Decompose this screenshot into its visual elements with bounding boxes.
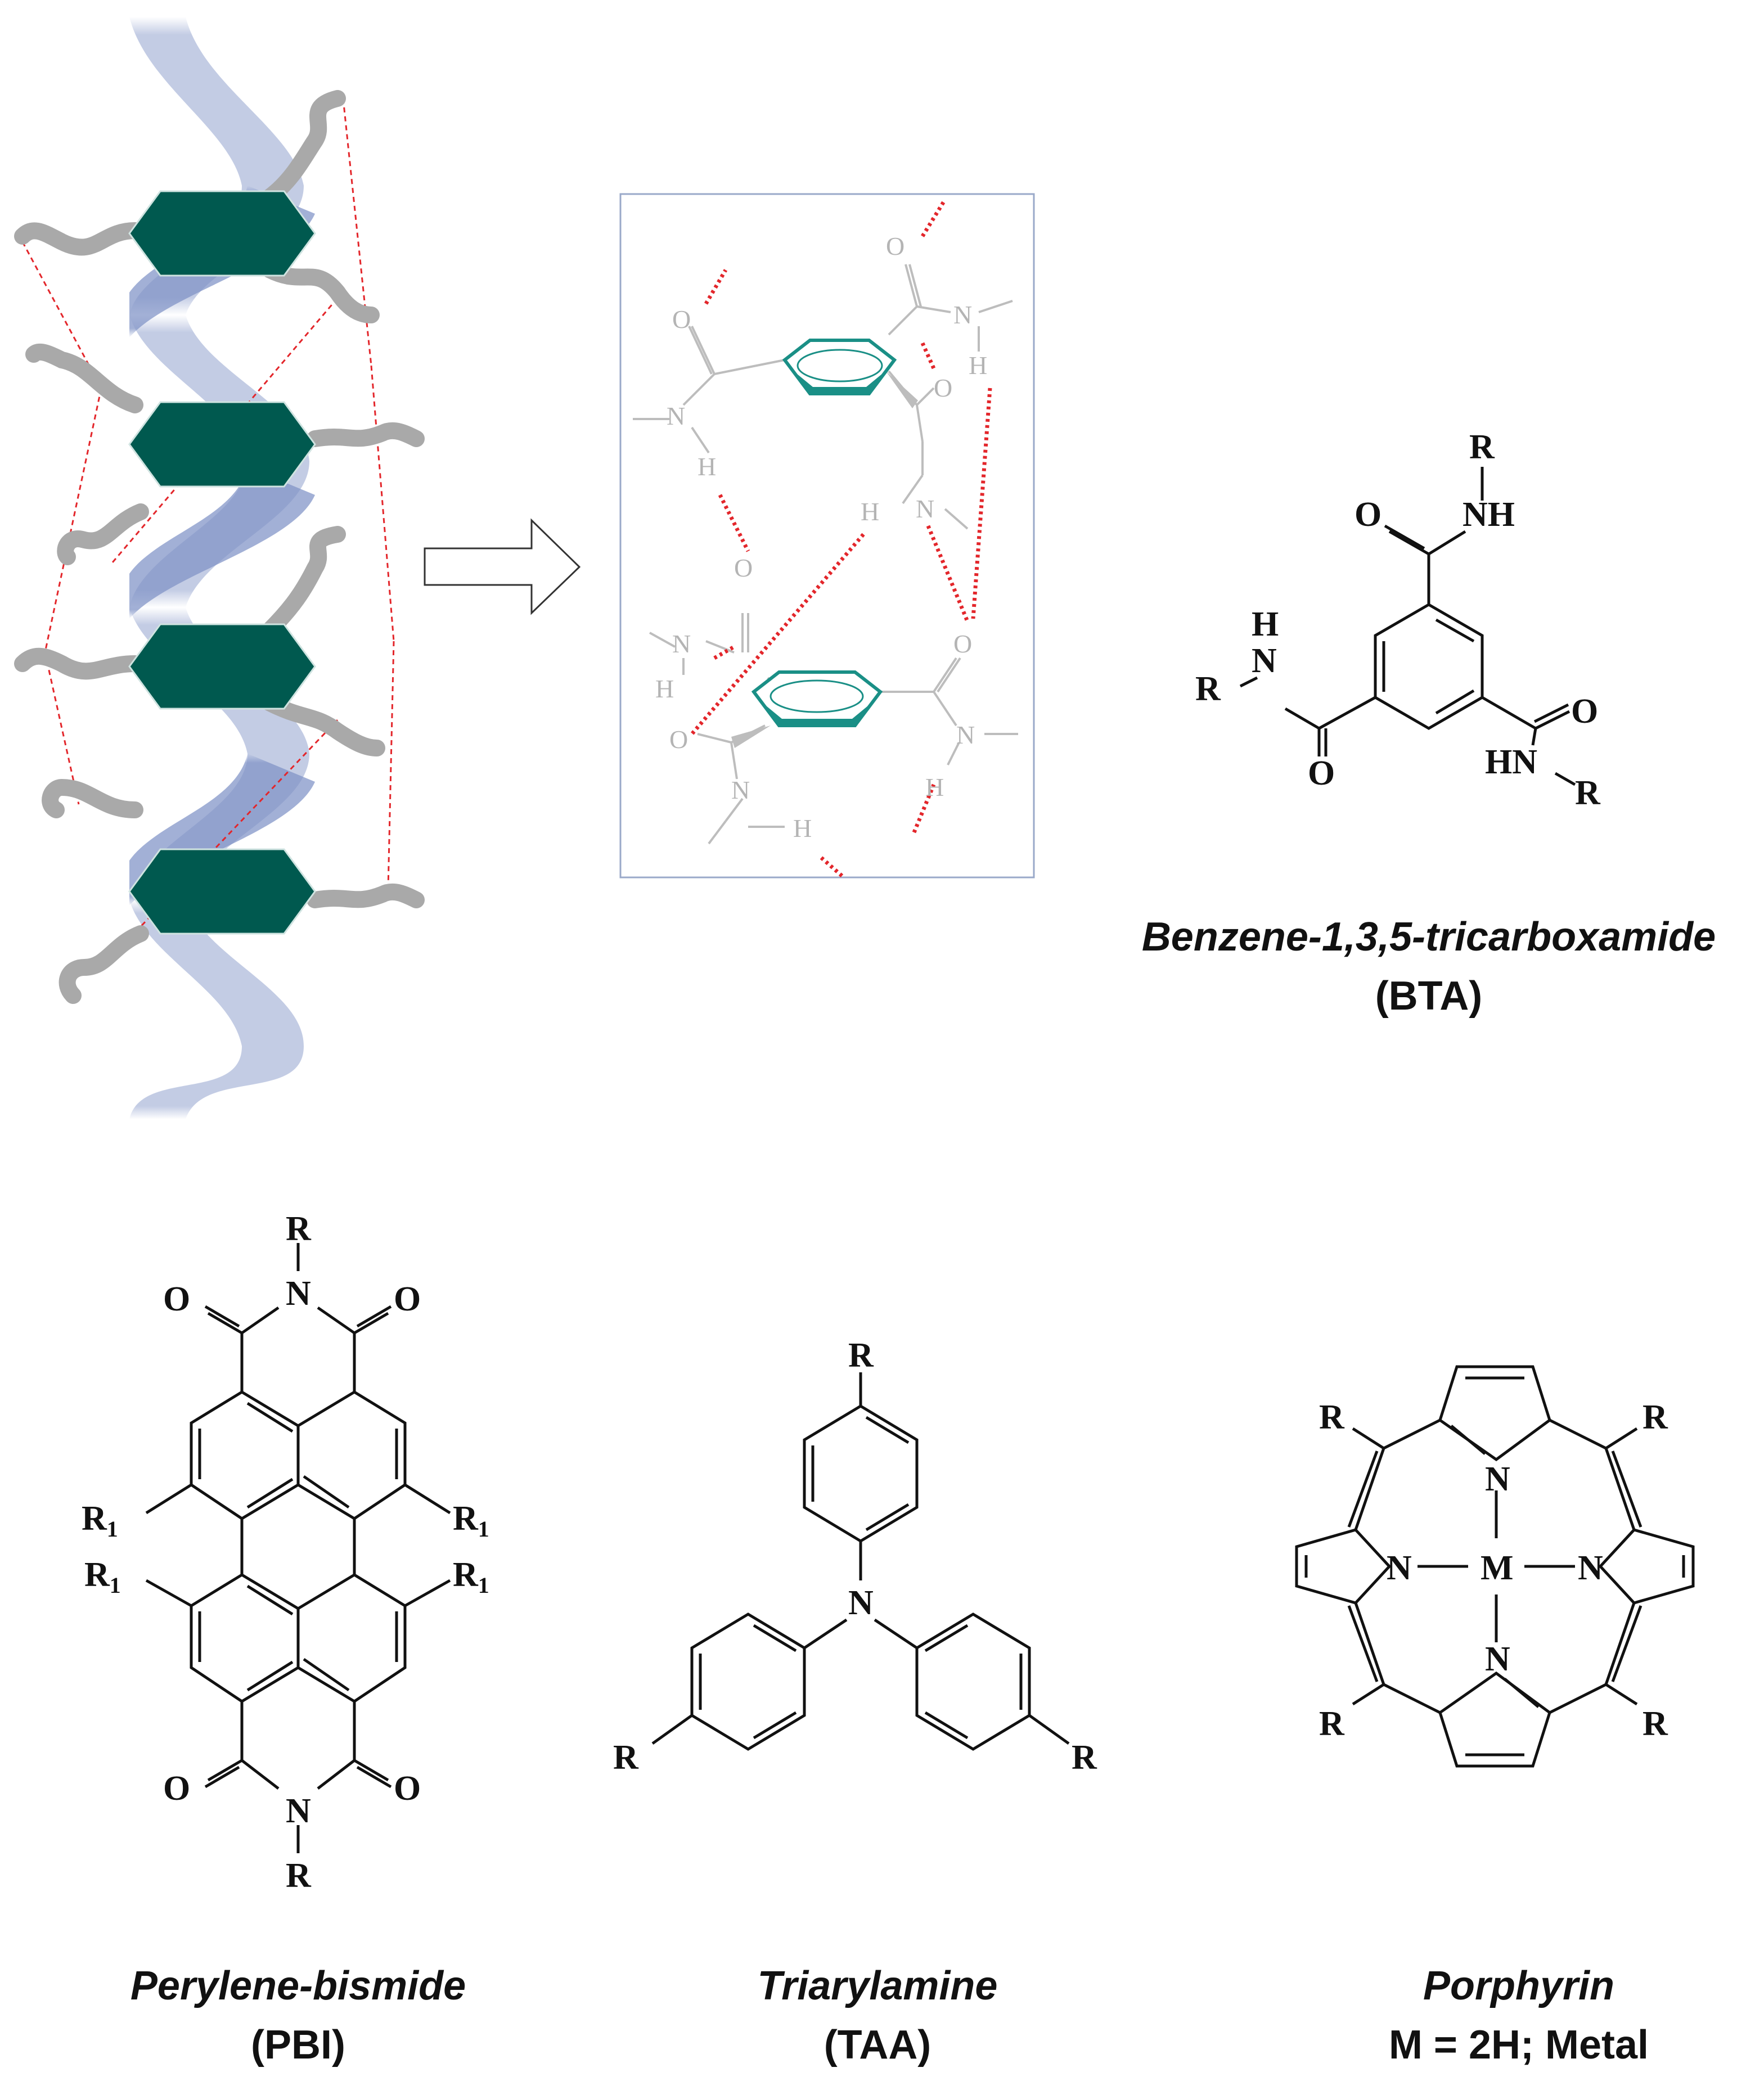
porphyrin-n-right: N (1578, 1549, 1603, 1587)
pbi-o-top-left: O (163, 1280, 190, 1318)
inset-n-label: N (731, 776, 750, 804)
hbond-detail-inset: O N H O N H O H N O N H O O N H N H (619, 193, 1035, 879)
pbi-structure: R N O O R1 R1 R1 R1 O O N R (82, 1210, 489, 1895)
inset-n-label: N (956, 720, 975, 749)
porphyrin-caption-name: Porphyrin (1423, 1963, 1614, 2008)
inset-bonds (633, 264, 1018, 845)
inset-h-label: H (861, 497, 879, 526)
inset-benzene-rings (751, 339, 897, 727)
helical-stack (14, 17, 425, 1119)
pbi-caption-abbr: (PBI) (251, 2023, 345, 2068)
taa-r-left: R (613, 1738, 639, 1777)
bta-o-right: O (1571, 692, 1598, 731)
inset-o-label: O (934, 373, 952, 402)
taa-caption-abbr: (TAA) (824, 2023, 932, 2068)
porphyrin-caption-abbr: M = 2H; Metal (1389, 2023, 1649, 2068)
pbi-r-bottom: R (286, 1857, 312, 1895)
pbi-r1-left-top: R1 (82, 1499, 118, 1542)
inset-o-label: O (734, 553, 753, 582)
hexagon-cores (128, 190, 316, 935)
core-hexagon-3 (128, 623, 316, 710)
pbi-o-bottom-left: O (163, 1769, 190, 1808)
pbi-o-bottom-right: O (394, 1769, 421, 1808)
inset-h-label: H (698, 452, 716, 481)
inset-hbonds (690, 199, 992, 879)
inset-o-label: O (886, 232, 904, 260)
bta-r-right: R (1575, 774, 1601, 812)
pbi-r1-right-bottom: R1 (453, 1556, 489, 1598)
pbi-r1-left-bottom: R1 (84, 1556, 121, 1598)
core-hexagon-4 (128, 848, 316, 935)
core-hexagon-2 (128, 401, 316, 488)
right-arrow-icon (424, 518, 581, 615)
taa-structure: R N R R (613, 1336, 1097, 1777)
inset-atom-labels: O N H O N H O H N O N H O O N H N H (655, 232, 987, 843)
porphyrin-m-center: M (1480, 1549, 1514, 1587)
porphyrin-n-top: N (1485, 1460, 1510, 1498)
porphyrin-r-bottom-left: R (1319, 1705, 1345, 1743)
porphyrin-r-top-left: R (1319, 1398, 1345, 1436)
inset-o-label: O (672, 305, 691, 334)
bta-hn-right: HN (1485, 743, 1537, 781)
bta-r-left: R (1195, 670, 1221, 708)
bta-structure: R NH O O HN R H N R O (1195, 428, 1601, 812)
pbi-n-bottom: N (286, 1792, 311, 1830)
bta-o-bottom: O (1308, 754, 1335, 792)
inset-h-label: H (925, 773, 944, 801)
pbi-o-top-right: O (394, 1280, 421, 1318)
porphyrin-n-bottom: N (1485, 1640, 1510, 1678)
inset-h-label: H (793, 814, 812, 843)
bta-h-left: H (1252, 605, 1279, 643)
taa-caption-name: Triarylamine (758, 1963, 998, 2008)
taa-r-top: R (848, 1336, 874, 1375)
core-hexagon-1 (128, 190, 316, 277)
inset-n-label: N (672, 629, 691, 658)
inset-h-label: H (655, 674, 674, 703)
bta-r-top: R (1469, 428, 1495, 466)
bta-caption-name: Benzene-1,3,5-tricarboxamide (1142, 915, 1716, 960)
inset-n-label: N (667, 402, 685, 430)
bta-o-top: O (1354, 496, 1382, 534)
inset-h-label: H (969, 351, 987, 380)
pbi-caption-name: Perylene-bismide (130, 1963, 466, 2008)
porphyrin-r-top-right: R (1642, 1398, 1668, 1436)
pbi-r1-right-top: R1 (453, 1499, 489, 1542)
pbi-n-top: N (286, 1274, 311, 1313)
bta-nh-top: NH (1462, 496, 1515, 534)
taa-r-right: R (1072, 1738, 1097, 1777)
bta-caption-abbr: (BTA) (1375, 974, 1483, 1019)
taa-n-center: N (848, 1584, 874, 1622)
inset-o-label: O (669, 725, 688, 754)
porphyrin-structure: R R N N M N N R R (1295, 1365, 1695, 1768)
alkyl-side-chains (14, 90, 425, 1004)
pbi-r-top: R (286, 1210, 312, 1248)
inset-n-label: N (953, 300, 972, 329)
porphyrin-r-bottom-right: R (1642, 1705, 1668, 1743)
porphyrin-n-left: N (1387, 1549, 1412, 1587)
inset-o-label: O (953, 629, 972, 658)
inset-n-label: N (916, 494, 934, 523)
bta-n-left: N (1252, 642, 1277, 680)
inset-wedges (731, 371, 918, 748)
inset-frame (619, 193, 1035, 879)
